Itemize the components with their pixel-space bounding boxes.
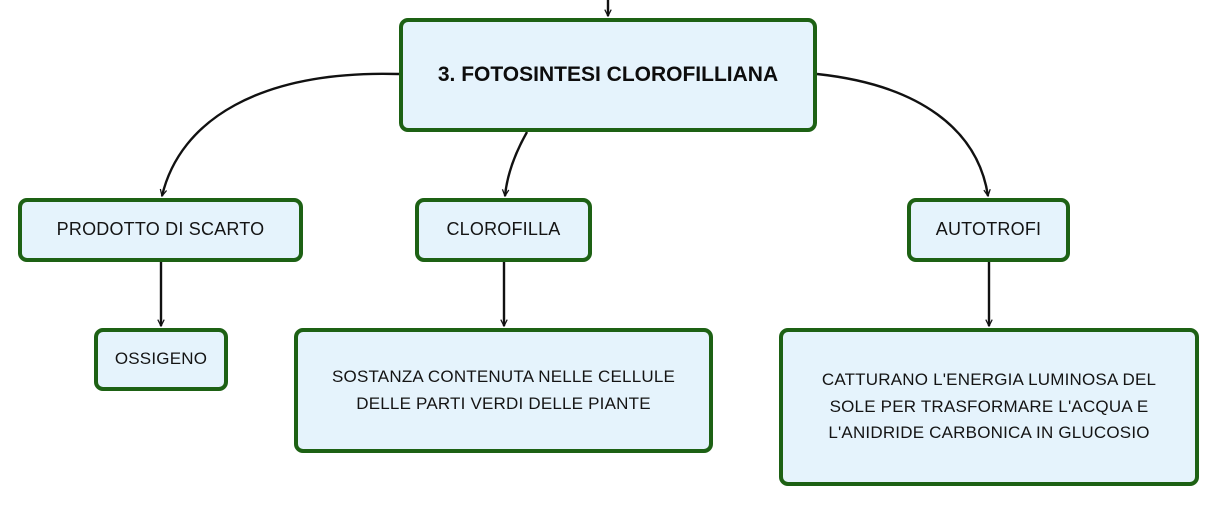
node-catturano-energia[interactable]: CATTURANO L'ENERGIA LUMINOSA DEL SOLE PE… — [779, 328, 1199, 486]
node-label: AUTOTROFI — [935, 219, 1042, 240]
connector-main-to-clorofilla — [505, 131, 529, 196]
connector-main-to-autotrofi — [816, 72, 988, 196]
node-label: CLOROFILLA — [446, 219, 561, 240]
node-label: OSSIGENO — [114, 349, 208, 369]
node-label: CATTURANO L'ENERGIA LUMINOSA DEL SOLE PE… — [821, 370, 1157, 443]
node-prodotto-di-scarto[interactable]: PRODOTTO DI SCARTO — [18, 198, 303, 262]
node-sostanza-contenuta[interactable]: SOSTANZA CONTENUTA NELLE CELLULE DELLE P… — [294, 328, 713, 453]
node-label: 3. FOTOSINTESI CLOROFILLIANA — [437, 62, 779, 86]
node-label: PRODOTTO DI SCARTO — [56, 219, 265, 240]
node-clorofilla[interactable]: CLOROFILLA — [415, 198, 592, 262]
node-label: SOSTANZA CONTENUTA NELLE CELLULE DELLE P… — [331, 367, 676, 413]
node-autotrofi[interactable]: AUTOTROFI — [907, 198, 1070, 262]
connector-main-to-scarto — [162, 72, 400, 196]
node-fotosintesi-clorofilliana[interactable]: 3. FOTOSINTESI CLOROFILLIANA — [399, 18, 817, 132]
node-ossigeno[interactable]: OSSIGENO — [94, 328, 228, 391]
